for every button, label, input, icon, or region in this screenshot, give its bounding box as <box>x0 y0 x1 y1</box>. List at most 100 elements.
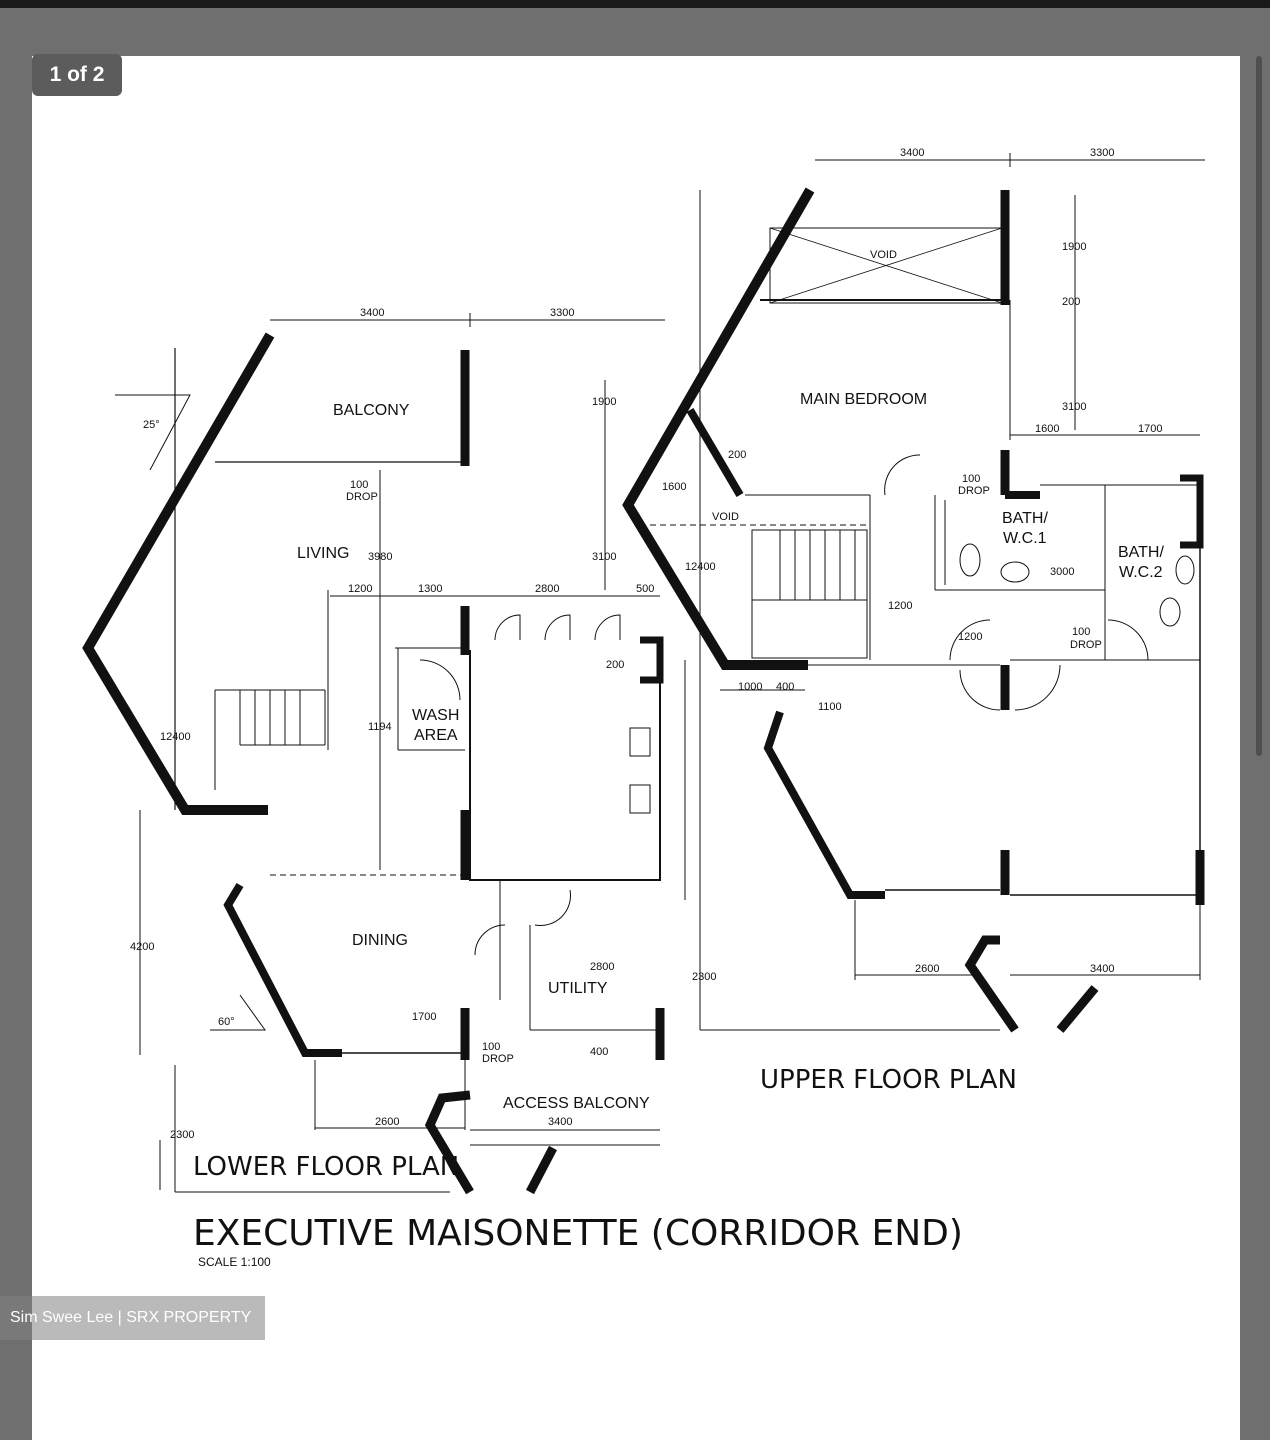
lower-room-access-balcony: ACCESS BALCONY <box>503 1095 650 1112</box>
upper-dim-3400b: 3400 <box>1090 963 1114 975</box>
upper-lower-wall <box>964 935 1019 1033</box>
lower-dim-3400: 3400 <box>360 307 384 319</box>
upper-drop-label: DROP <box>958 485 990 497</box>
upper-outer-wall <box>622 187 815 670</box>
lower-dim-200: 200 <box>606 659 624 671</box>
lower-angle-marker <box>115 394 191 471</box>
lower-door-arc <box>534 889 571 926</box>
upper-dim-1600b: 1600 <box>662 481 686 493</box>
lower-floor-caption: LOWER FLOOR PLAN <box>193 1152 459 1182</box>
upper-lower-wall <box>1056 985 1099 1033</box>
lower-dim-2300: 2300 <box>170 1129 194 1141</box>
drawing-title: EXECUTIVE MAISONETTE (CORRIDOR END) <box>193 1213 963 1254</box>
lower-access-wall <box>424 1090 474 1195</box>
upper-void-wall <box>686 407 744 498</box>
upper-floor-caption: UPPER FLOOR PLAN <box>760 1065 1017 1095</box>
drawing-scale: SCALE 1:100 <box>198 1255 271 1269</box>
upper-dim-3400: 3400 <box>900 147 924 159</box>
upper-dim-12400: 12400 <box>685 561 716 573</box>
lower-staircase <box>214 689 326 790</box>
lower-room-wash-1: WASH <box>412 707 459 724</box>
lower-dim-3980: 3980 <box>368 551 392 563</box>
upper-basin-icon <box>1000 561 1030 583</box>
upper-dim-1000: 1000 <box>738 681 762 693</box>
upper-door-arc <box>884 454 921 496</box>
floor-plan-sheet <box>32 56 1240 1440</box>
upper-bath-corner <box>1180 474 1204 549</box>
lower-door-arc <box>474 924 506 956</box>
lower-door-arc <box>594 614 621 641</box>
lower-room-living: LIVING <box>297 545 349 562</box>
lower-stove <box>629 784 651 814</box>
upper-toilet-icon <box>1159 597 1181 627</box>
upper-room-bath1-a: BATH/ <box>1002 510 1048 527</box>
lower-angle-bottom: 60° <box>218 1016 235 1028</box>
lower-drop2-label: DROP <box>482 1053 514 1065</box>
upper-bedroom-wall <box>763 710 885 899</box>
upper-dim-3100: 3100 <box>1062 401 1086 413</box>
upper-dim-1100: 1100 <box>818 701 842 713</box>
upper-dim-2300: 2300 <box>692 971 716 983</box>
upper-door-arc <box>959 669 1001 711</box>
lower-floor-plan <box>82 313 665 1195</box>
page-indicator-badge: 1 of 2 <box>32 54 122 96</box>
viewer-top-bar <box>0 0 1270 8</box>
lower-dim-3400b: 3400 <box>548 1116 572 1128</box>
lower-dim-3100: 3100 <box>592 551 616 563</box>
upper-dim-1200v: 1200 <box>958 631 982 643</box>
lower-dim-1900: 1900 <box>592 396 616 408</box>
upper-staircase <box>751 529 868 659</box>
upper-dim-1900: 1900 <box>1062 241 1086 253</box>
upper-drop2-label: DROP <box>1070 639 1102 651</box>
lower-dim-2800b: 2800 <box>590 961 614 973</box>
lower-dim-1700: 1700 <box>412 1011 436 1023</box>
lower-dim-4200: 4200 <box>130 941 154 953</box>
lower-door-arc <box>544 614 571 641</box>
lower-room-utility: UTILITY <box>548 980 608 997</box>
lower-dim-500: 500 <box>636 583 654 595</box>
lower-dim-2800: 2800 <box>535 583 559 595</box>
upper-dim-2600: 2600 <box>915 963 939 975</box>
upper-dim-3000: 3000 <box>1050 566 1074 578</box>
lower-dim-12400: 12400 <box>160 731 191 743</box>
upper-room-main-bedroom: MAIN BEDROOM <box>800 391 927 408</box>
lower-door-arc <box>494 614 521 641</box>
upper-drop-100: 100 <box>962 473 980 485</box>
upper-basin-icon <box>1175 555 1195 585</box>
agent-watermark: Sim Swee Lee | SRX PROPERTY <box>0 1296 265 1340</box>
upper-dim-200: 200 <box>1062 296 1080 308</box>
vertical-scrollbar[interactable] <box>1256 56 1262 756</box>
upper-room-void-top: VOID <box>870 249 897 261</box>
upper-dim-1200: 1200 <box>888 600 912 612</box>
lower-access-wall <box>526 1145 557 1195</box>
upper-door-arc <box>949 619 991 661</box>
lower-drop-100: 100 <box>350 479 368 491</box>
lower-kitchen-corner <box>640 636 664 684</box>
lower-dim-1194: 1194 <box>368 721 392 733</box>
lower-room-dining: DINING <box>352 932 408 949</box>
upper-door-arc <box>1014 664 1061 711</box>
lower-kitchen-wall <box>469 640 661 881</box>
lower-room-wash-2: AREA <box>414 727 458 744</box>
lower-dim-2600: 2600 <box>375 1116 399 1128</box>
lower-drop2-100: 100 <box>482 1041 500 1053</box>
lower-angle-top: 25° <box>143 419 160 431</box>
upper-dim-400: 400 <box>776 681 794 693</box>
upper-dim-3300: 3300 <box>1090 147 1114 159</box>
lower-dim-3300: 3300 <box>550 307 574 319</box>
lower-stove <box>629 727 651 757</box>
upper-room-void-mid: VOID <box>712 511 739 523</box>
lower-dim-1300: 1300 <box>418 583 442 595</box>
lower-door-arc <box>419 659 461 701</box>
upper-void-top <box>769 227 1003 304</box>
upper-door-arc <box>1107 619 1149 661</box>
upper-drop2-100: 100 <box>1072 626 1090 638</box>
lower-outer-wall <box>82 332 275 815</box>
upper-room-bath2-b: W.C.2 <box>1119 564 1163 581</box>
lower-drop-label: DROP <box>346 491 378 503</box>
upper-floor-plan <box>622 153 1205 1033</box>
upper-room-bath2-a: BATH/ <box>1118 544 1164 561</box>
upper-dim-200b: 200 <box>728 449 746 461</box>
upper-room-bath1-b: W.C.1 <box>1003 530 1047 547</box>
